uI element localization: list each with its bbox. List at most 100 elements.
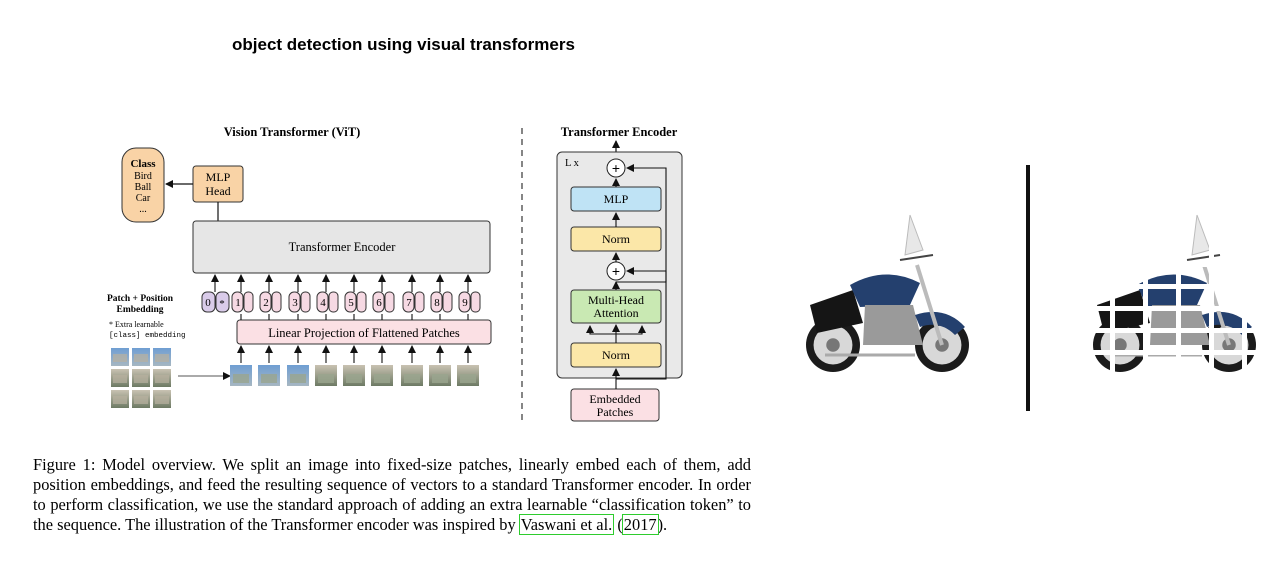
token-label: 5	[348, 297, 354, 309]
attention-line2: Attention	[593, 306, 638, 320]
patch-embed-label-2: Embedding	[117, 305, 164, 315]
patch-gap-vertical	[1242, 205, 1247, 380]
patch-gap-horizontal	[1088, 328, 1266, 333]
encoder-panel-title: Transformer Encoder	[561, 125, 678, 139]
sequence-patch-detail	[460, 374, 476, 383]
image-divider	[1026, 165, 1030, 411]
fuel-tank	[850, 274, 920, 307]
class-item-bird: Bird	[134, 171, 152, 182]
engine	[863, 305, 923, 345]
position-token	[344, 291, 357, 313]
position-token	[316, 291, 329, 313]
encoder-flow-arrows	[586, 164, 667, 389]
token-label: 7	[406, 297, 412, 309]
source-patch-detail	[113, 375, 127, 383]
cls-token	[201, 291, 216, 313]
transformer-encoder-box	[192, 220, 491, 274]
norm-bottom-label: Norm	[602, 348, 631, 362]
source-patch-detail	[155, 354, 169, 362]
token-label: 1	[235, 297, 241, 309]
embedded-patches-box	[570, 388, 660, 422]
citation-author-link[interactable]: Vaswani et al.	[518, 514, 615, 535]
wheel-hub	[826, 338, 840, 352]
sequence-patch-detail	[233, 374, 249, 383]
sequence-patch-detail	[432, 374, 448, 383]
source-patch-detail	[134, 396, 148, 404]
sequence-patch-detail	[404, 374, 420, 383]
source-patch-detail	[113, 396, 127, 404]
position-token	[259, 291, 272, 313]
citation-year-link[interactable]: 2017	[621, 514, 659, 535]
position-token	[372, 291, 385, 313]
patch-embedding	[271, 291, 282, 313]
patch-embed-label-1: Patch + Position	[107, 294, 174, 304]
token-label: 2	[263, 297, 269, 309]
patch-gap-vertical	[1143, 205, 1148, 380]
citation-close: ).	[657, 515, 668, 534]
vit-title: Vision Transformer (ViT)	[224, 125, 361, 139]
class-item-more: ...	[139, 204, 147, 215]
extra-note-2: [class] embedding	[109, 332, 186, 340]
fuel-tank	[1137, 274, 1207, 307]
token-label: 3	[292, 297, 298, 309]
norm-top-label: Norm	[602, 232, 631, 246]
windshield	[1191, 214, 1211, 256]
token-label: 6	[376, 297, 382, 309]
mlp-head-line2: Head	[205, 184, 230, 198]
handlebar	[1186, 254, 1221, 261]
mlp-head-line1: MLP	[206, 170, 231, 184]
patch-gap-vertical	[1176, 205, 1181, 380]
sequence-patch-detail	[318, 374, 334, 383]
cls-star: *	[219, 298, 225, 310]
sequence-patch-detail	[261, 374, 277, 383]
class-box-title: Class	[130, 158, 156, 170]
sequence-patch-detail	[374, 374, 390, 383]
patch-sequence	[230, 365, 479, 386]
wheel-hub	[1113, 338, 1127, 352]
patch-embedding	[300, 291, 311, 313]
token-label: 4	[320, 297, 326, 309]
patch-gap-horizontal	[1088, 350, 1266, 355]
token-label: 8	[434, 297, 440, 309]
token-label: 9	[462, 297, 468, 309]
patch-gap-horizontal	[1088, 306, 1266, 311]
linear-projection-box	[236, 319, 492, 345]
patch-embedding	[384, 291, 395, 313]
linear-projection-label: Linear Projection of Flattened Patches	[268, 326, 460, 340]
patch-embedding	[328, 291, 339, 313]
embedded-line2: Patches	[597, 405, 634, 419]
page-title: object detection using visual transforme…	[232, 35, 575, 54]
front-fender	[915, 311, 965, 335]
source-image-grid	[111, 348, 171, 408]
source-patch-detail	[113, 354, 127, 362]
handlebar	[899, 254, 934, 261]
saddlebag	[1097, 290, 1150, 333]
source-patch-detail	[155, 396, 169, 404]
transformer-encoder-label: Transformer Encoder	[289, 240, 397, 254]
patch-embedding	[470, 291, 481, 313]
patch-gap-horizontal	[1088, 284, 1266, 289]
repeat-label: L x	[565, 158, 580, 169]
patch-gap-horizontal	[1088, 262, 1266, 267]
position-token	[430, 291, 443, 313]
class-item-ball: Ball	[135, 182, 152, 193]
source-patch-detail	[155, 375, 169, 383]
add-top-icon	[606, 158, 626, 178]
figure-caption: Figure 1: Model overview. We split an im…	[33, 455, 751, 535]
class-item-car: Car	[136, 193, 151, 204]
source-patch-detail	[134, 375, 148, 383]
add-bottom-symbol: +	[612, 263, 620, 279]
embedded-line1: Embedded	[589, 392, 640, 406]
patch-gap-vertical	[1209, 205, 1214, 380]
motorcycle-image	[806, 214, 969, 372]
position-token	[288, 291, 301, 313]
patch-embedding	[356, 291, 367, 313]
source-patch-detail	[134, 354, 148, 362]
caption-text: Figure 1: Model overview. We split an im…	[33, 455, 751, 534]
patch-gap-vertical	[1110, 205, 1115, 380]
attention-line1: Multi-Head	[588, 293, 644, 307]
class-box	[121, 147, 165, 223]
citation-open: (	[613, 515, 623, 534]
patch-embedding	[442, 291, 453, 313]
